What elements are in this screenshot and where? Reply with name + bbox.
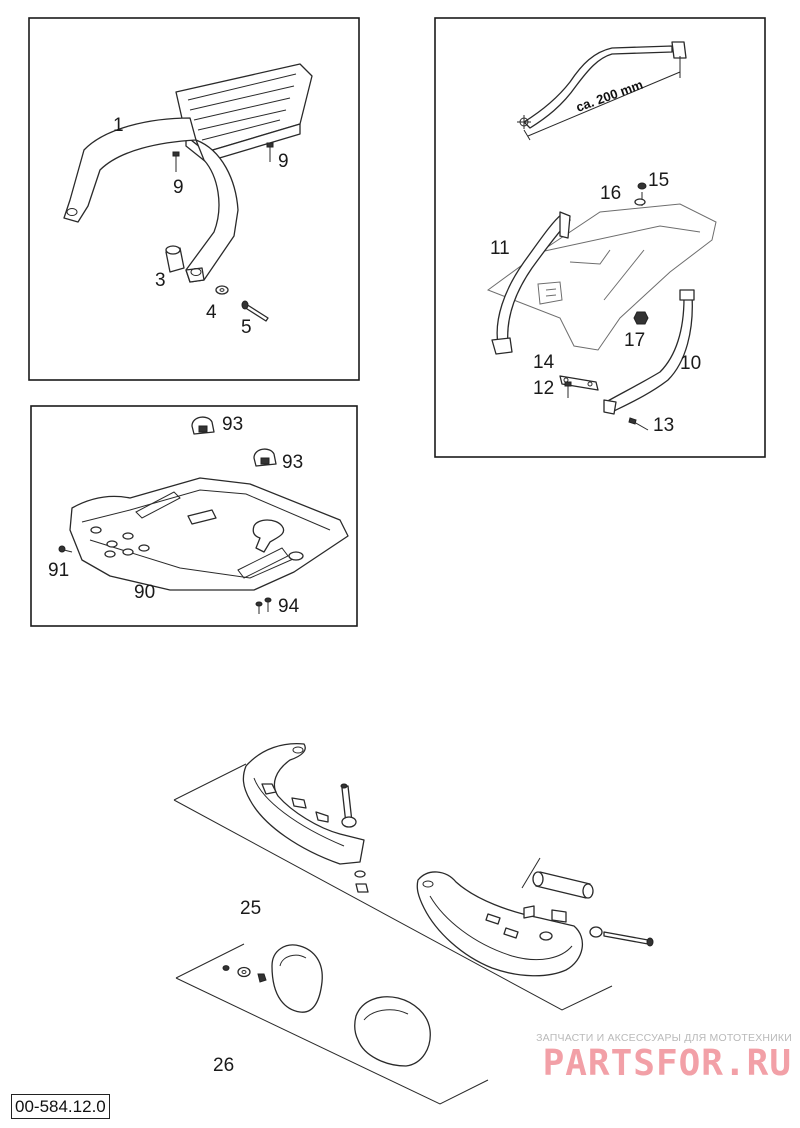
watermark-logo: PARTSFOR.RU (542, 1043, 792, 1084)
callout-93: 93 (282, 452, 303, 473)
callout-90: 90 (134, 582, 155, 603)
skid-plate-drawing (58, 416, 349, 614)
callout-14: 14 (533, 352, 555, 373)
callout-1: 1 (113, 115, 124, 136)
callout-9: 9 (173, 177, 184, 198)
callout-16: 16 (600, 183, 621, 204)
callout-13: 13 (653, 415, 674, 436)
callout-93: 93 (222, 414, 243, 435)
luggage-rack-drawing (63, 63, 313, 322)
callout-12: 12 (533, 378, 554, 399)
callout-15: 15 (648, 170, 669, 191)
panel-frame (434, 17, 766, 458)
callout-94: 94 (278, 596, 300, 617)
callout-91: 91 (48, 560, 69, 581)
hand-guards-drawing (173, 742, 654, 1105)
seat-handles-drawing: ca. 200 mm (486, 41, 717, 431)
panel-luggage-rack: 1 9 9 3 4 5 (28, 17, 360, 381)
dimension-label: ca. 200 mm (574, 77, 645, 115)
drawing-code: 00-584.12.0 (11, 1094, 110, 1119)
callout-26: 26 (213, 1055, 234, 1076)
panel-frame (30, 405, 358, 627)
callout-25: 25 (240, 898, 261, 919)
callout-9: 9 (278, 151, 289, 172)
panel-frame (28, 17, 360, 381)
panel-hand-guards: 25 26 (173, 742, 654, 1105)
callout-3: 3 (155, 270, 166, 291)
callout-4: 4 (206, 302, 217, 323)
watermark-tagline: ЗАПЧАСТИ И АКСЕССУАРЫ ДЛЯ МОТОТЕХНИКИ (536, 1032, 792, 1044)
callout-17: 17 (624, 330, 645, 351)
callout-10: 10 (680, 353, 701, 374)
watermark: ЗАПЧАСТИ И АКСЕССУАРЫ ДЛЯ МОТОТЕХНИКИ PA… (486, 1032, 792, 1084)
panel-skid-plate: 93 93 91 90 94 (30, 405, 358, 627)
callout-5: 5 (241, 317, 252, 338)
callout-11: 11 (490, 238, 510, 259)
panel-seat-handles: ca. 200 mm (434, 17, 766, 458)
